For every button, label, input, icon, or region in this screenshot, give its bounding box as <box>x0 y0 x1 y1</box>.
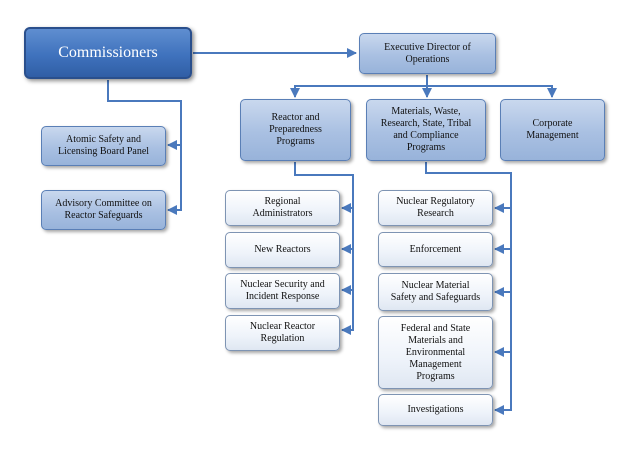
investigations-box: Investigations <box>378 394 493 426</box>
enforcement-box: Enforcement <box>378 232 493 267</box>
acrs-box: Advisory Committee on Reactor Safeguards <box>41 190 166 230</box>
regional-administrators-box: Regional Administrators <box>225 190 340 226</box>
materials-programs-box: Materials, Waste, Research, State, Triba… <box>366 99 486 161</box>
commissioners-box: Commissioners <box>24 27 192 79</box>
connector-edo-corporate <box>427 85 557 98</box>
connector-materials-children <box>425 162 512 415</box>
aslbp-box: Atomic Safety and Licensing Board Panel <box>41 126 166 166</box>
new-reactors-box: New Reactors <box>225 232 340 268</box>
nuclear-security-box: Nuclear Security and Incident Response <box>225 273 340 309</box>
connector-reactor-children <box>294 162 354 335</box>
nuclear-regulatory-research-box: Nuclear Regulatory Research <box>378 190 493 226</box>
executive-director-box: Executive Director of Operations <box>359 33 496 74</box>
connector-commissioners-boards <box>107 80 182 215</box>
nuclear-material-safety-box: Nuclear Material Safety and Safeguards <box>378 273 493 311</box>
nuclear-reactor-regulation-box: Nuclear Reactor Regulation <box>225 315 340 351</box>
connector-edo-branches <box>290 75 428 98</box>
reactor-preparedness-box: Reactor and Preparedness Programs <box>240 99 351 161</box>
corporate-management-box: Corporate Management <box>500 99 605 161</box>
federal-state-materials-box: Federal and State Materials and Environm… <box>378 316 493 389</box>
